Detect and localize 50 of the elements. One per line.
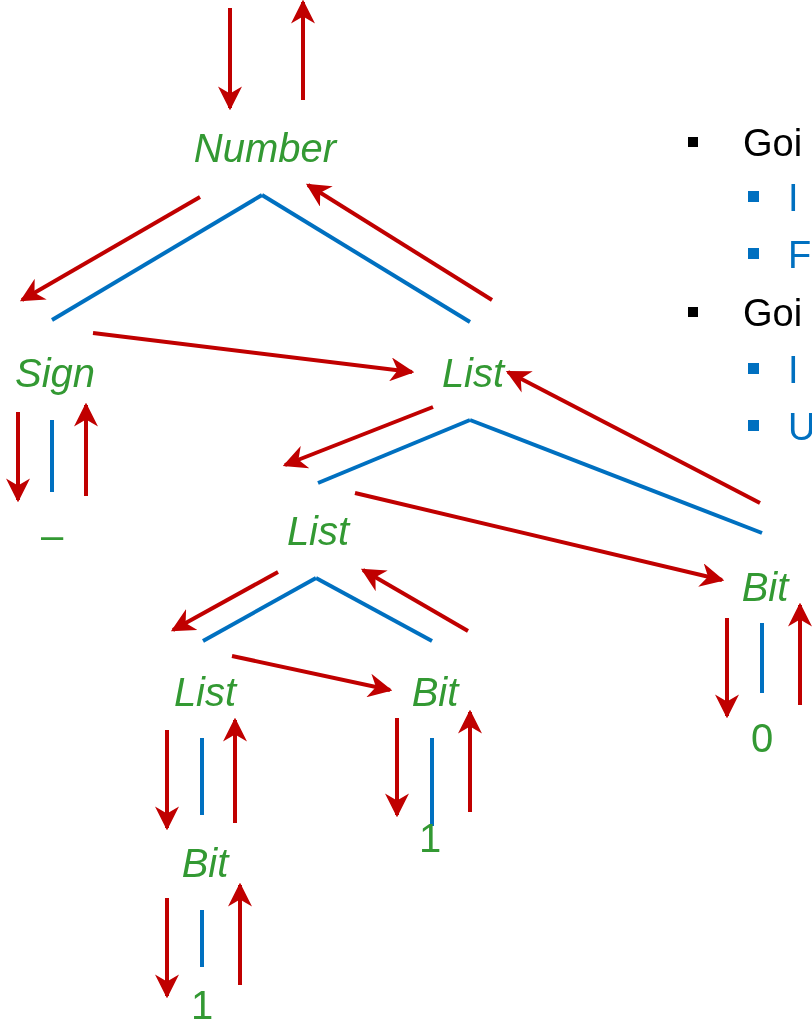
terminal-label: 1 (190, 985, 214, 1025)
tree-line (200, 910, 204, 967)
tree-line (200, 738, 204, 815)
tree-line (260, 193, 472, 324)
arrow (282, 405, 434, 469)
arrow (291, 0, 315, 100)
tree-line (760, 623, 764, 693)
terminal-label: 1 (418, 818, 442, 858)
arrow (305, 183, 494, 302)
nonterminal-label: Sign (14, 353, 96, 393)
bullet-text: F (788, 236, 812, 274)
tree-line (50, 193, 264, 322)
arrow (231, 654, 393, 698)
tree-line (50, 420, 54, 492)
bullet-text: I (788, 351, 799, 389)
tree-line (317, 418, 471, 485)
terminal-label: 0 (750, 718, 774, 758)
nonterminal-label: Bit (181, 843, 229, 883)
arrow (228, 882, 252, 985)
nonterminal-label: Bit (741, 567, 789, 607)
nonterminal-label: List (286, 511, 350, 551)
arrow (218, 8, 242, 111)
nonterminal-label: List (441, 353, 505, 393)
bullet-text: I (788, 179, 799, 217)
tree-line (430, 738, 434, 826)
terminal-label: – (40, 515, 64, 555)
arrow (715, 618, 739, 719)
arrow (6, 412, 30, 503)
arrow (170, 570, 279, 632)
bullet-text: Goi (743, 124, 803, 162)
arrow (223, 717, 247, 823)
nonterminal-label: Bit (411, 672, 459, 712)
arrow (155, 730, 179, 831)
nonterminal-label: List (173, 672, 237, 712)
arrow (74, 402, 98, 496)
nonterminal-label: Number (193, 128, 337, 168)
bullet-text: Goi (743, 294, 803, 332)
arrow (788, 602, 812, 705)
arrow (458, 709, 482, 812)
arrow (354, 491, 725, 587)
arrow (155, 898, 179, 999)
tree-line (469, 418, 763, 535)
bullet-text: U (788, 408, 812, 446)
arrow (385, 718, 409, 818)
arrow (92, 331, 415, 382)
arrow (360, 568, 469, 633)
tree-line (202, 576, 317, 643)
arrow (505, 370, 761, 505)
tree-line (315, 576, 433, 643)
arrow (19, 195, 201, 302)
